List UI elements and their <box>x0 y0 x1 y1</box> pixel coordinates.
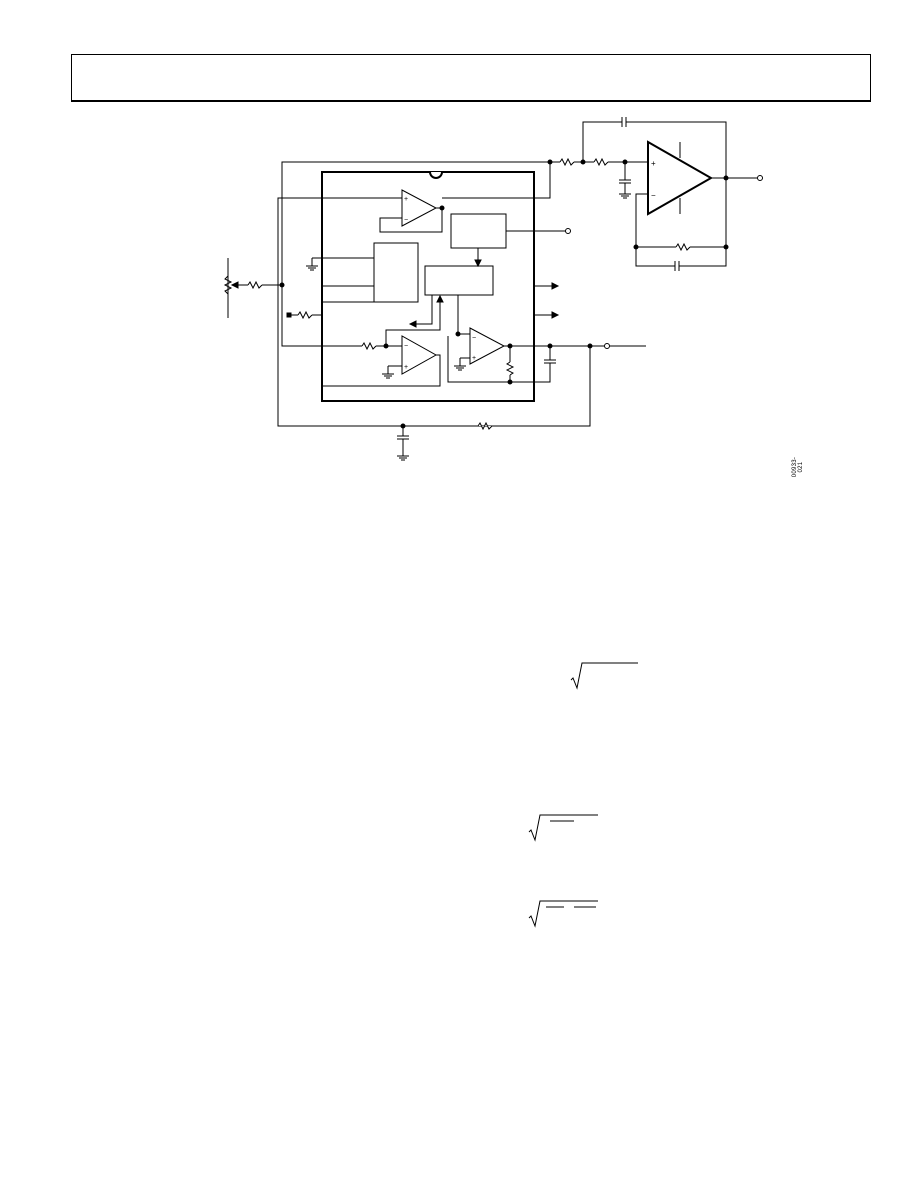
circuit-schematic: + − − + <box>223 117 763 461</box>
sqrt-sign-3 <box>528 900 598 928</box>
sqrt-sign-1 <box>570 662 638 690</box>
figure-code: 00933-021 <box>792 456 804 478</box>
svg-text:+: + <box>404 196 408 203</box>
opamp-top <box>401 189 438 227</box>
opamp-lower-left <box>401 335 438 375</box>
ic-notch <box>429 171 443 179</box>
svg-text:−: − <box>404 217 408 224</box>
svg-text:−: − <box>472 335 476 342</box>
svg-text:−: − <box>404 343 408 350</box>
svg-text:+: + <box>404 364 408 371</box>
block-c <box>424 265 494 296</box>
svg-text:+: + <box>472 355 476 362</box>
svg-text:+: + <box>651 159 656 168</box>
output-terminal-external <box>757 175 763 181</box>
block-a <box>450 213 507 249</box>
output-terminal-main <box>604 343 610 349</box>
output-terminal-a <box>565 228 571 234</box>
block-b <box>373 242 419 303</box>
page-header-box <box>71 54 871 102</box>
svg-text:−: − <box>651 191 656 200</box>
sqrt-sign-2 <box>528 814 598 842</box>
opamp-external <box>647 140 714 216</box>
opamp-lower-right <box>469 327 506 365</box>
